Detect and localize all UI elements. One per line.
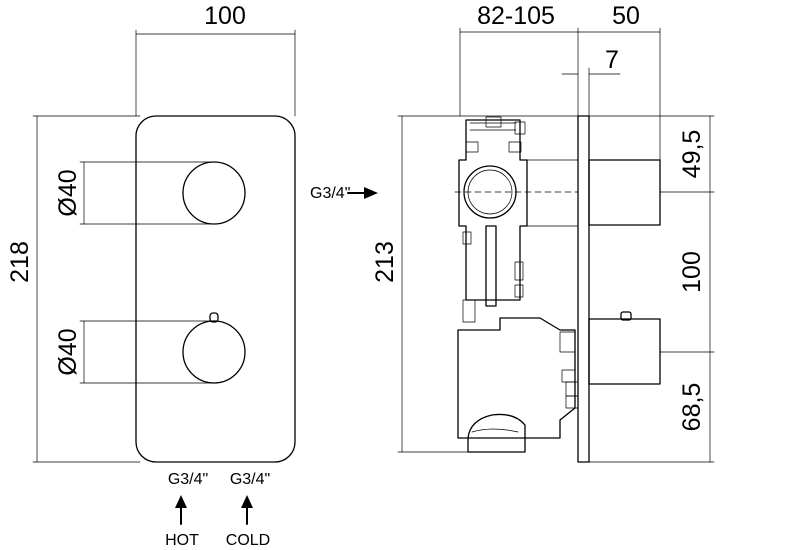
side-view: G3/4" 82-105 50 7 213 49,5 100 68,5 (310, 2, 715, 463)
side-bottom-offset-dimension: 68,5 (678, 383, 706, 432)
front-cover-plate (135, 115, 296, 463)
side-knob-spacing-dimension: 100 (678, 251, 706, 293)
side-top-offset-dimension: 49,5 (678, 130, 706, 179)
side-depth-dimension: 82-105 (477, 2, 555, 30)
side-knob-bottom (588, 318, 661, 385)
front-knob-bottom-diameter: Ø40 (54, 328, 82, 375)
cold-inlet-thread: G3/4" (230, 471, 270, 488)
side-cover-plate (577, 115, 590, 463)
front-height-dimension: 218 (6, 241, 34, 283)
front-knob-indicator (209, 312, 219, 323)
side-knob-indicator (620, 311, 632, 321)
side-valve-body-lower (457, 317, 576, 439)
side-valve-body-upper (458, 119, 528, 301)
hot-inlet-arrow-icon (175, 495, 187, 508)
side-plate-thickness-dimension: 7 (605, 46, 619, 74)
hot-inlet-thread: G3/4" (168, 471, 208, 488)
front-knob-top (182, 161, 246, 225)
side-plate-depth-dimension: 50 (612, 2, 640, 30)
front-knob-bottom (182, 320, 246, 384)
side-outlet-thread: G3/4" (310, 185, 350, 202)
side-body-height-dimension: 213 (371, 241, 399, 283)
hot-label: HOT (165, 532, 199, 549)
front-knob-top-diameter: Ø40 (54, 169, 82, 216)
side-knob-top (588, 159, 661, 226)
front-width-dimension: 100 (204, 2, 246, 30)
cold-inlet-arrow-icon (241, 495, 253, 508)
cold-label: COLD (226, 532, 270, 549)
front-view: 100 218 Ø40 Ø40 G3/4" G3/4" HOT COLD (6, 2, 296, 549)
outlet-arrow-icon (364, 187, 378, 199)
